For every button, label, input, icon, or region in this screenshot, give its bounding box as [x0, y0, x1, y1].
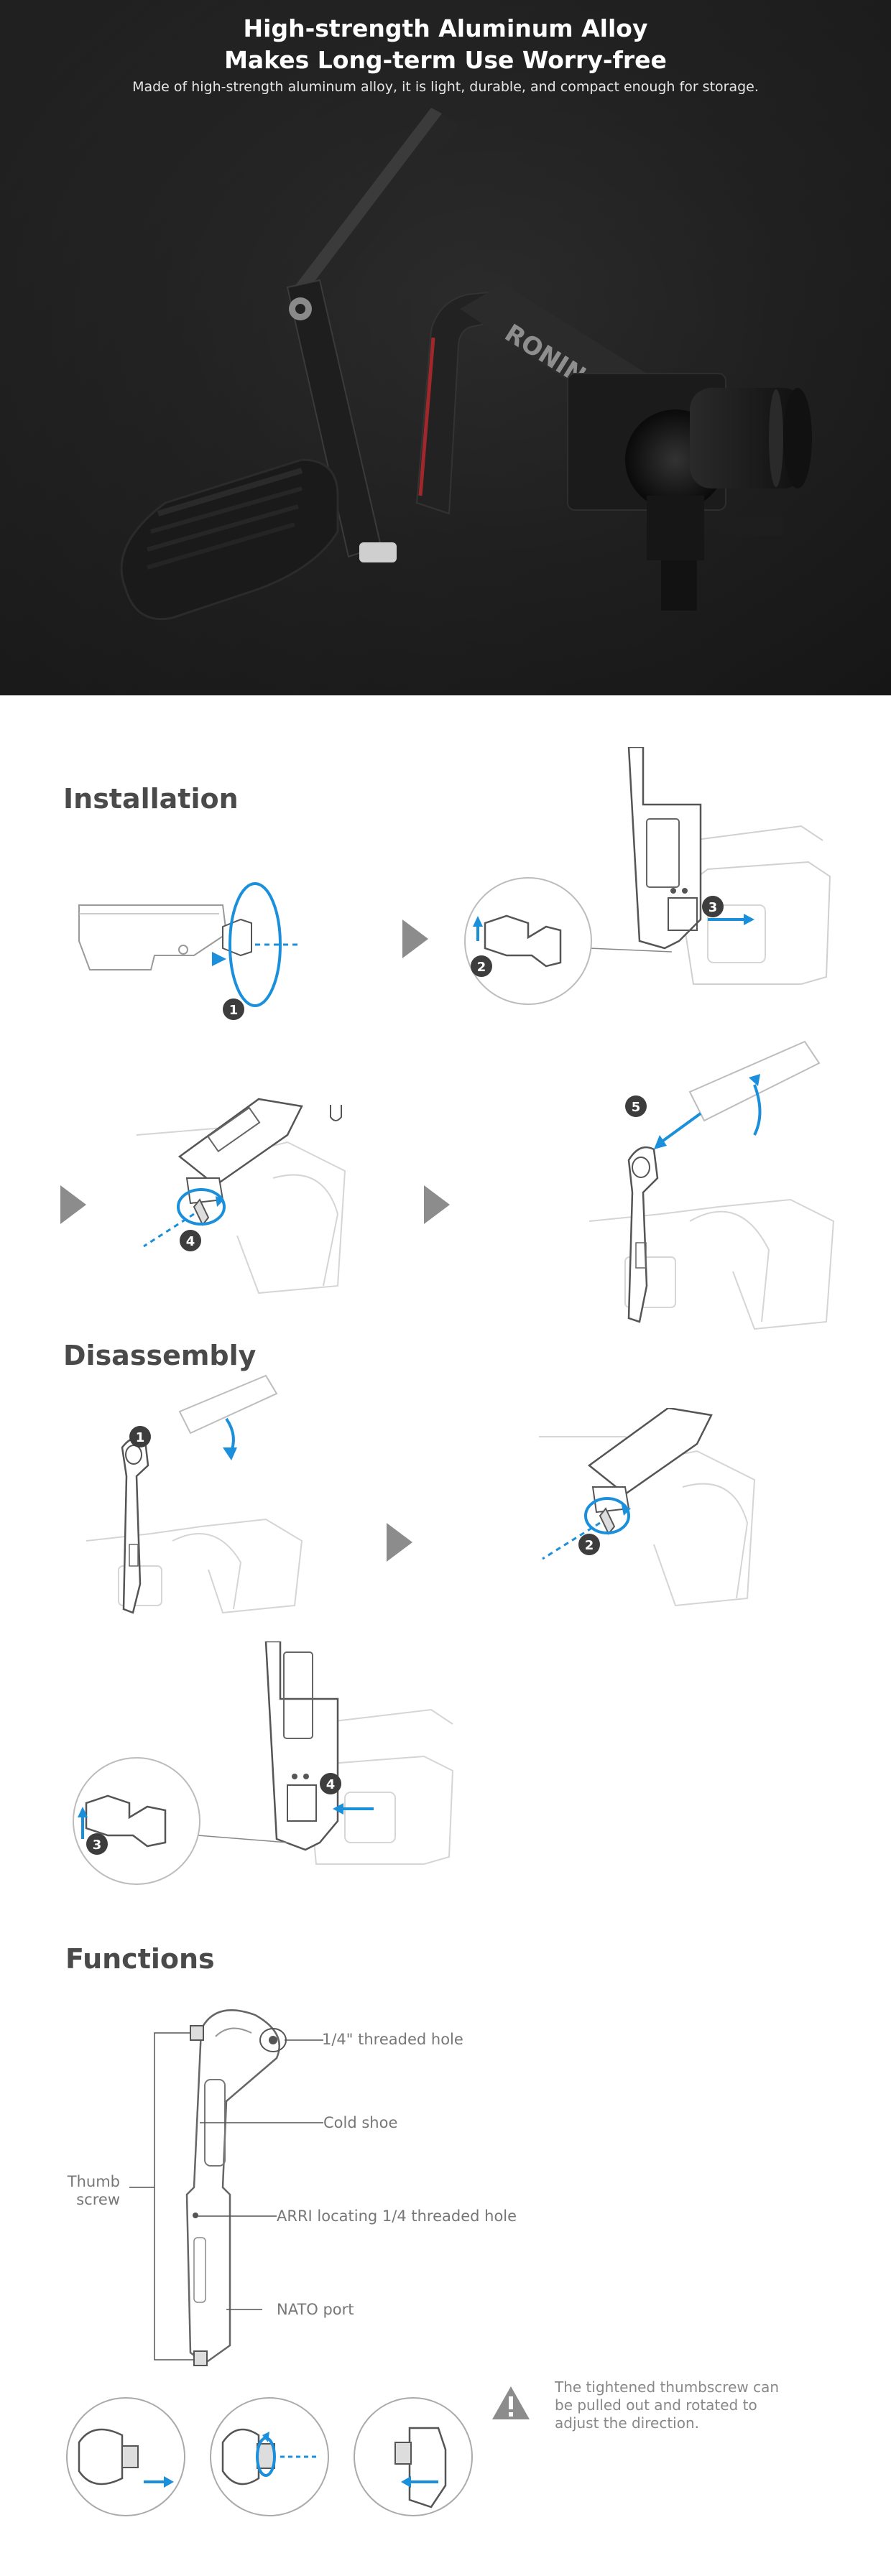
nato-port-label: NATO port — [277, 2301, 354, 2318]
thumbscrew-note: The tightened thumbscrew can be pulled o… — [555, 2378, 780, 2432]
next-step-arrow-icon — [424, 1185, 450, 1224]
arri-hole-label: ARRI locating 1/4 threaded hole — [277, 2207, 517, 2225]
hero-title-line-1: High-strength Aluminum Alloy — [243, 14, 648, 42]
disassembly-step-1-diagram: 1 — [86, 1374, 303, 1614]
installation-step-1-diagram: 1 — [78, 882, 302, 1020]
step-number: 4 — [186, 1234, 195, 1249]
next-step-arrow-icon — [60, 1185, 86, 1224]
installation-heading: Installation — [63, 783, 239, 815]
disassembly-step-3-4-diagram: 4 3 — [73, 1641, 454, 1885]
disassembly-step-2-diagram: 2 — [539, 1408, 756, 1607]
thumb-screw-label-line-1: Thumb — [67, 2173, 120, 2190]
step-number: 2 — [477, 960, 486, 975]
step-number: 5 — [632, 1100, 641, 1115]
thumb-screw-label: Thumb screw — [66, 2173, 120, 2209]
step-number: 2 — [585, 1538, 594, 1553]
installation-step-5-diagram: 5 — [588, 1040, 835, 1330]
gimbal-product-image: RONIN — [0, 0, 891, 695]
step-number: 1 — [136, 1430, 145, 1445]
functions-heading: Functions — [65, 1943, 215, 1975]
disassembly-heading: Disassembly — [63, 1340, 257, 1371]
thumbscrew-rotation-diagrams — [66, 2397, 473, 2516]
step-badge — [223, 999, 244, 1020]
hero-subtitle: Made of high-strength aluminum alloy, it… — [132, 79, 759, 95]
thumb-screw-label-line-2: screw — [76, 2191, 120, 2208]
bracket-functions-diagram — [129, 2009, 323, 2366]
warning-triangle-icon — [492, 2386, 530, 2419]
next-step-arrow-icon — [402, 919, 428, 958]
hero-title: High-strength Aluminum Alloy Makes Long-… — [0, 13, 891, 76]
cold-shoe-label: Cold shoe — [323, 2114, 398, 2131]
next-step-arrow-icon — [387, 1523, 412, 1562]
hero-banner: RONIN High-strength Aluminum Alloy Makes… — [0, 0, 891, 695]
step-number: 1 — [229, 1003, 239, 1018]
step-number: 4 — [326, 1777, 336, 1792]
installation-step-4-diagram: 4 — [136, 1098, 346, 1294]
step-number: 3 — [708, 900, 718, 915]
hero-title-line-2: Makes Long-term Use Worry-free — [224, 46, 667, 74]
installation-step-2-3-diagram: 3 2 — [464, 747, 831, 1005]
threaded-hole-label: 1/4" threaded hole — [322, 2031, 463, 2048]
step-number: 3 — [93, 1838, 102, 1853]
